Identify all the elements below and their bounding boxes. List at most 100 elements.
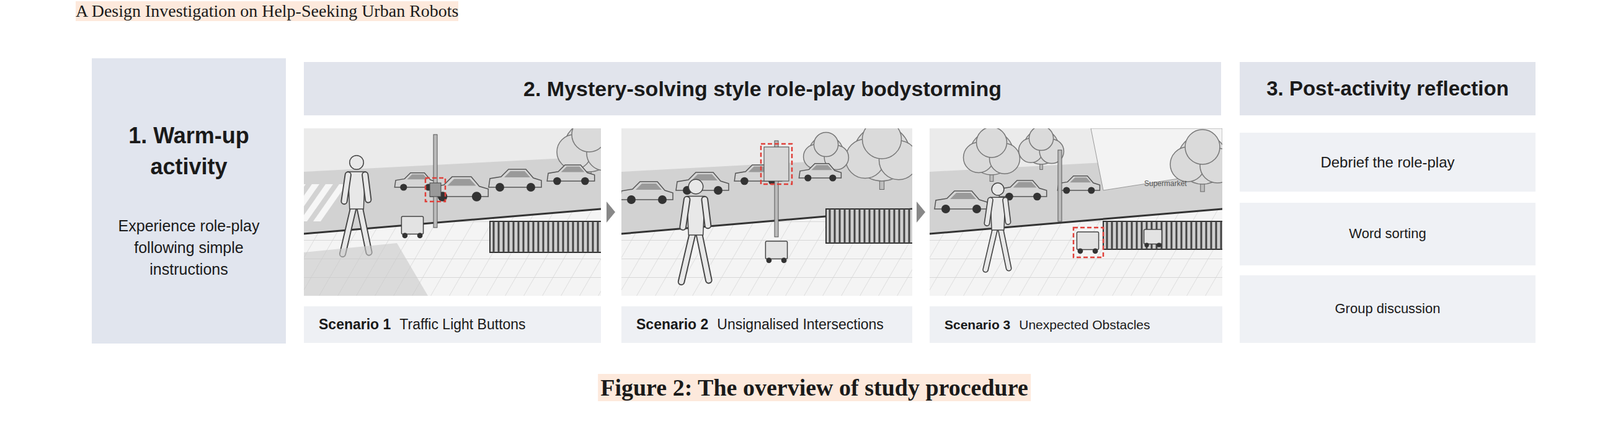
robot-wheel [1144, 243, 1150, 248]
fence-bar [497, 221, 500, 253]
car-wheel [400, 183, 407, 191]
fence-bar [903, 208, 906, 244]
robot-shape [765, 241, 787, 263]
tree-canopy [862, 128, 902, 159]
car-wheel [495, 182, 505, 192]
car-wheel [1087, 186, 1095, 194]
fence-bar [1111, 221, 1114, 250]
node-heading: 3. Post-activity reflection [1266, 75, 1509, 103]
sign-board [764, 146, 789, 182]
fence-bar [1200, 221, 1203, 250]
robot-wheel [402, 232, 409, 239]
fence-bar [1170, 221, 1173, 250]
tree-canopy [571, 128, 601, 152]
fence-bar [883, 208, 886, 244]
fence-bar [587, 221, 590, 253]
car-window [447, 178, 476, 186]
fence-bar [1116, 221, 1119, 250]
stage-panel: 1. Warm-up activityExperience role-play … [91, 58, 286, 344]
robot-body [401, 216, 423, 235]
car-window [1069, 177, 1091, 183]
robot-body [765, 241, 787, 260]
fence-bar [562, 221, 565, 253]
fence-bar [839, 208, 841, 244]
fence-bar [557, 221, 560, 253]
node-heading: Scenario 1 [318, 315, 391, 335]
person-limb [344, 174, 348, 202]
fence-bar [1210, 221, 1213, 250]
car-wheel [829, 174, 836, 182]
car-wheel [657, 195, 667, 205]
robot-wheel [781, 257, 787, 263]
highlight-box [425, 177, 446, 202]
fence-bar [577, 221, 580, 253]
fence-bar [1126, 221, 1129, 250]
scenario-label: Scenario 2Unsignalised Intersections [621, 306, 913, 343]
fence-bar [858, 208, 861, 244]
car-wheel [972, 204, 982, 214]
person-figure [985, 182, 1009, 270]
fence-bar [1131, 221, 1134, 250]
highlight-box [1073, 227, 1104, 258]
robot-body [1076, 231, 1099, 250]
fence-bar [898, 208, 901, 244]
chevron-arrow [606, 201, 616, 223]
fence-bar [868, 208, 871, 244]
fence-bar [1141, 221, 1143, 250]
button-box [429, 182, 441, 197]
fence-frame [826, 208, 913, 244]
car-wheel [1062, 186, 1070, 194]
fence-bar [512, 221, 515, 253]
fence-frame [489, 221, 601, 253]
fence-bar [532, 221, 535, 253]
shop-sign: Supermarket [1144, 179, 1187, 188]
robot-shape [1076, 231, 1099, 254]
car-shape [430, 176, 489, 202]
car-window [635, 183, 662, 190]
person-figure [681, 179, 709, 282]
robot-shape [1144, 229, 1163, 248]
car-wheel [941, 204, 951, 214]
car-window [504, 171, 531, 178]
car-wheel [804, 174, 812, 182]
fence-bar [834, 208, 836, 244]
person-limb [1005, 200, 1008, 223]
fence-bar [552, 221, 555, 253]
node-heading: 1. Warm-up activity [102, 120, 275, 183]
fence-bar [1180, 221, 1183, 250]
person-limb [986, 200, 991, 224]
car-wheel [713, 186, 723, 195]
car-window [950, 192, 977, 200]
fence-bar [542, 221, 545, 253]
car-wheel [626, 195, 636, 205]
street-scene [621, 128, 913, 296]
fence-bar [829, 208, 832, 244]
person-limb [359, 207, 369, 254]
running-header: A Design Investigation on Help-Seeking U… [75, 1, 459, 22]
car-shape [675, 172, 729, 195]
robot-body [1144, 229, 1163, 244]
tree-shape [556, 128, 601, 180]
person-limb [365, 174, 369, 200]
fence-bar [888, 208, 891, 244]
person-limb [1005, 200, 1008, 223]
fence-frame [1103, 221, 1223, 250]
tree-shape [963, 128, 1021, 182]
activity-box: Group discussion [1239, 275, 1536, 343]
person-limb [682, 199, 688, 227]
section-header: 2. Mystery-solving style role-play bodys… [303, 62, 1222, 116]
person-limb [359, 207, 369, 254]
car-wheel [581, 177, 590, 186]
robot-wheel [1092, 248, 1099, 254]
car-wheel [1033, 192, 1042, 201]
person-limb [985, 228, 995, 270]
tree-canopy [1185, 129, 1220, 165]
node-body: Experience role-play following simple in… [102, 215, 275, 281]
car-window [561, 166, 585, 173]
fence-bar [567, 221, 570, 253]
car-window [1013, 182, 1037, 188]
scene-background [929, 128, 1223, 296]
figure-caption: Figure 2: The overview of study procedur… [597, 373, 1031, 402]
activity-box: Debrief the role-play [1239, 132, 1536, 192]
car-shape [488, 169, 542, 192]
